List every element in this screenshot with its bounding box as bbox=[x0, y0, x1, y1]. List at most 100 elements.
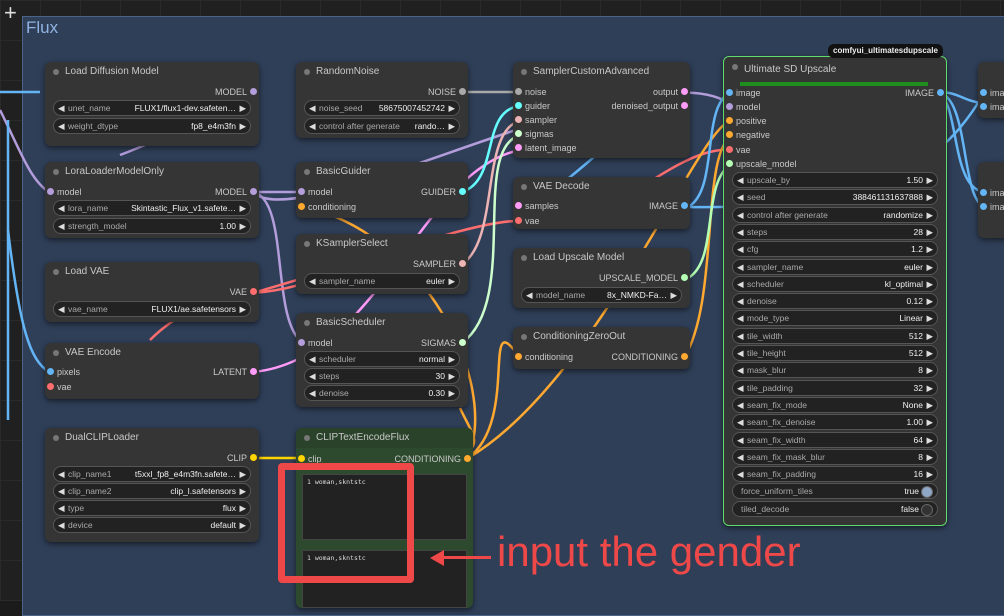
arrow-right-icon[interactable]: ▶ bbox=[926, 296, 933, 307]
arrow-left-icon[interactable]: ◀ bbox=[58, 469, 65, 479]
socket-icon[interactable] bbox=[298, 203, 305, 210]
input-image[interactable]: image bbox=[978, 100, 1004, 114]
collapse-dot-icon[interactable] bbox=[521, 334, 527, 340]
collapse-dot-icon[interactable] bbox=[732, 64, 738, 70]
collapse-dot-icon[interactable] bbox=[53, 350, 59, 356]
node-title[interactable]: Load Diffusion Model bbox=[45, 62, 259, 82]
output-denoised[interactable]: denoised_output bbox=[611, 99, 690, 113]
arrow-left-icon[interactable]: ◀ bbox=[737, 348, 744, 358]
arrow-left-icon[interactable]: ◀ bbox=[58, 121, 65, 131]
socket-icon[interactable] bbox=[980, 189, 987, 196]
socket-icon[interactable] bbox=[250, 454, 257, 461]
input-conditioning[interactable]: conditioning bbox=[296, 200, 356, 214]
node-title[interactable]: Load Upscale Model bbox=[513, 248, 690, 268]
arrow-right-icon[interactable]: ▶ bbox=[926, 365, 933, 376]
arrow-right-icon[interactable]: ▶ bbox=[926, 399, 933, 410]
arrow-right-icon[interactable]: ▶ bbox=[239, 121, 246, 131]
arrow-right-icon[interactable]: ▶ bbox=[926, 192, 933, 203]
output-output[interactable]: output bbox=[653, 85, 690, 99]
socket-icon[interactable] bbox=[515, 353, 522, 360]
socket-icon[interactable] bbox=[515, 217, 522, 224]
socket-icon[interactable] bbox=[726, 146, 733, 153]
socket-icon[interactable] bbox=[298, 188, 305, 195]
arrow-right-icon[interactable]: ▶ bbox=[239, 304, 246, 314]
right-node-a[interactable]: image image bbox=[978, 62, 1004, 118]
arrow-left-icon[interactable]: ◀ bbox=[309, 276, 316, 286]
output-model[interactable]: MODEL bbox=[215, 185, 259, 199]
arrow-left-icon[interactable]: ◀ bbox=[737, 261, 744, 272]
collapse-dot-icon[interactable] bbox=[304, 69, 310, 75]
socket-icon[interactable] bbox=[726, 131, 733, 138]
output-sigmas[interactable]: SIGMAS bbox=[421, 336, 468, 350]
socket-icon[interactable] bbox=[681, 102, 688, 109]
node-title[interactable]: VAE Encode bbox=[45, 343, 259, 363]
lora-loader-node[interactable]: LoraLoaderModelOnly model MODEL ◀lora_na… bbox=[45, 162, 259, 238]
socket-icon[interactable] bbox=[250, 88, 257, 95]
vae-decode-node[interactable]: VAE Decode samples IMAGE vae bbox=[513, 177, 690, 229]
arrow-left-icon[interactable]: ◀ bbox=[309, 371, 316, 381]
sampler-custom-advanced-node[interactable]: SamplerCustomAdvanced noise output guide… bbox=[513, 62, 690, 158]
arrow-right-icon[interactable]: ▶ bbox=[448, 103, 455, 113]
arrow-left-icon[interactable]: ◀ bbox=[737, 278, 744, 289]
basic-guider-node[interactable]: BasicGuider model GUIDER conditioning bbox=[296, 162, 468, 218]
group-title[interactable]: Flux bbox=[26, 18, 59, 37]
socket-icon[interactable] bbox=[681, 353, 688, 360]
arrow-left-icon[interactable]: ◀ bbox=[737, 175, 744, 185]
node-title[interactable]: VAE Decode bbox=[513, 177, 690, 197]
node-title[interactable]: KSamplerSelect bbox=[296, 234, 468, 254]
input-model[interactable]: model bbox=[296, 185, 333, 199]
arrow-right-icon[interactable]: ▶ bbox=[926, 330, 933, 341]
output-conditioning[interactable]: CONDITIONING bbox=[612, 350, 691, 364]
output-latent[interactable]: LATENT bbox=[213, 365, 259, 379]
output-conditioning[interactable]: CONDITIONING bbox=[395, 452, 474, 466]
arrow-right-icon[interactable]: ▶ bbox=[926, 469, 933, 480]
socket-icon[interactable] bbox=[726, 160, 733, 167]
arrow-right-icon[interactable]: ▶ bbox=[926, 244, 933, 255]
socket-icon[interactable] bbox=[464, 455, 471, 462]
socket-icon[interactable] bbox=[47, 188, 54, 195]
input-image[interactable]: image bbox=[978, 200, 1004, 214]
input-samples[interactable]: samples bbox=[513, 199, 559, 213]
arrow-right-icon[interactable]: ▶ bbox=[448, 276, 455, 286]
arrow-right-icon[interactable]: ▶ bbox=[926, 175, 933, 185]
arrow-left-icon[interactable]: ◀ bbox=[58, 103, 65, 113]
arrow-right-icon[interactable]: ▶ bbox=[239, 469, 246, 479]
collapse-dot-icon[interactable] bbox=[521, 255, 527, 261]
input-vae[interactable]: vae bbox=[45, 380, 72, 394]
socket-icon[interactable] bbox=[47, 383, 54, 390]
arrow-left-icon[interactable]: ◀ bbox=[737, 330, 744, 341]
input-vae[interactable]: vae bbox=[513, 214, 540, 228]
vae-encode-node[interactable]: VAE Encode pixels LATENT vae bbox=[45, 343, 259, 399]
arrow-left-icon[interactable]: ◀ bbox=[737, 469, 744, 480]
arrow-left-icon[interactable]: ◀ bbox=[737, 399, 744, 410]
collapse-dot-icon[interactable] bbox=[304, 169, 310, 175]
arrow-left-icon[interactable]: ◀ bbox=[737, 365, 744, 376]
socket-icon[interactable] bbox=[726, 89, 733, 96]
input-conditioning[interactable]: conditioning bbox=[513, 350, 573, 364]
arrow-left-icon[interactable]: ◀ bbox=[309, 388, 316, 398]
collapse-dot-icon[interactable] bbox=[53, 269, 59, 275]
collapse-dot-icon[interactable] bbox=[53, 169, 59, 175]
arrow-right-icon[interactable]: ▶ bbox=[239, 221, 246, 231]
arrow-left-icon[interactable]: ◀ bbox=[526, 290, 533, 300]
